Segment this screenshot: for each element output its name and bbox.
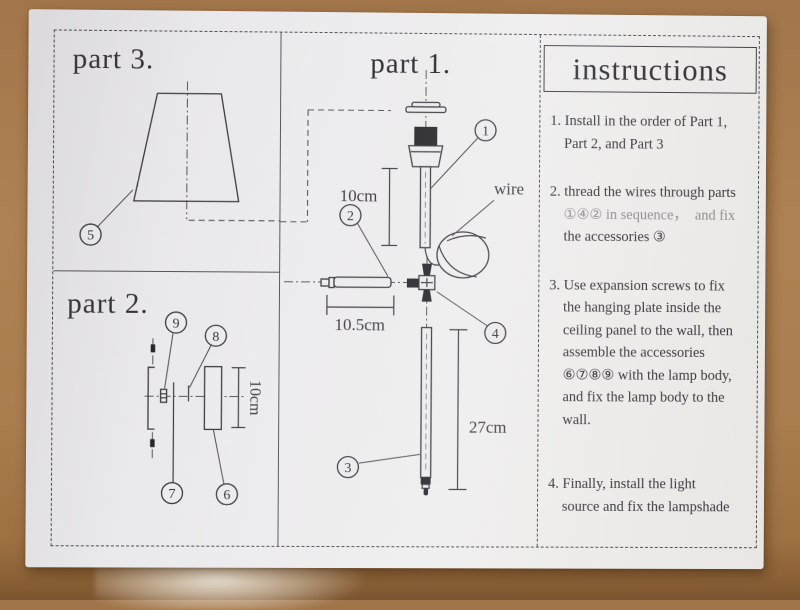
callout-4-marker: 4	[436, 292, 506, 344]
svg-text:10cm: 10cm	[340, 186, 378, 205]
lamp-body-plate-part6	[204, 367, 221, 430]
instruction-line: 2. thread the wires through parts	[550, 181, 753, 205]
instruction-step-3: 3. Use expansion screws to fix the hangi…	[548, 274, 752, 432]
part1-panel: part 1.	[278, 33, 539, 547]
screw-rod-part7	[173, 382, 174, 482]
instruction-line: Part 2, and Part 3	[550, 132, 753, 156]
instruction-steps: 1. Install in the order of Part 1, Part …	[548, 110, 754, 544]
svg-text:6: 6	[223, 488, 230, 503]
callout-3-marker: 3	[337, 454, 419, 478]
instruction-line: and fix the lamp body to the	[549, 386, 752, 409]
socket-knurled-cap	[414, 127, 437, 146]
instruction-line: the hanging plate inside the	[549, 296, 752, 320]
svg-text:10.5cm: 10.5cm	[334, 315, 385, 334]
instruction-line: the accessories ③	[550, 226, 753, 250]
horizontal-tube-part2	[321, 277, 391, 288]
instruction-line: source and fix the lampshade	[548, 495, 751, 518]
instruction-step-1: 1. Install in the order of Part 1, Part …	[550, 110, 753, 156]
svg-text:2: 2	[347, 209, 354, 224]
screw-part9	[161, 389, 167, 402]
instruction-line: assemble the accessories	[549, 341, 752, 364]
svg-text:1: 1	[482, 124, 489, 139]
callout-6-marker: 6	[213, 429, 238, 504]
instructions-title: instructions	[572, 51, 728, 88]
wire-label: wire	[452, 179, 524, 236]
instruction-line: ceiling panel to the wall, then	[549, 319, 752, 343]
instruction-line: 3. Use expansion screws to fix	[549, 274, 752, 298]
svg-text:4: 4	[492, 327, 499, 342]
part3-title: part 3.	[73, 43, 155, 77]
instructions-panel: instructions 1. Install in the order of …	[537, 35, 759, 547]
svg-text:wire: wire	[494, 179, 524, 198]
dimension-27cm: 27cm	[449, 330, 508, 490]
instruction-line: ①④② in sequence， and fix	[550, 203, 753, 227]
dimension-10cm-vertical: 10cm	[231, 368, 263, 428]
svg-text:5: 5	[87, 228, 94, 243]
instruction-line: 1. Install in the order of Part 1,	[550, 110, 753, 134]
ceiling-canopy-disc	[406, 102, 446, 112]
svg-text:7: 7	[168, 487, 175, 502]
lamp-socket-body	[409, 146, 443, 167]
lampshade-centerline	[187, 82, 188, 220]
routing-dashed-box	[280, 110, 391, 223]
upper-tube-part1	[420, 167, 430, 248]
part3-panel: part 3. 5	[53, 30, 281, 272]
lower-tube-part3	[421, 328, 432, 496]
instruction-step-4: 4. Finally, install the light source and…	[548, 473, 751, 519]
instructions-header-box: instructions	[543, 45, 756, 94]
svg-text:27cm: 27cm	[469, 418, 507, 437]
svg-text:10cm: 10cm	[246, 380, 263, 416]
callout-7-marker: 7	[161, 483, 182, 504]
sheet-dashed-border: part 3. 5 part 2.	[51, 29, 760, 548]
svg-text:9: 9	[172, 317, 179, 332]
svg-text:3: 3	[344, 461, 351, 476]
wire-coil	[425, 232, 489, 278]
part1-diagram: 1 wire 10cm 2	[278, 33, 539, 547]
part1-title: part 1.	[281, 47, 540, 82]
svg-text:8: 8	[212, 330, 219, 345]
part2-panel: part 2.	[52, 271, 280, 546]
instruction-line: 4. Finally, install the light	[548, 473, 751, 496]
instruction-step-2: 2. thread the wires through parts ①④② in…	[550, 181, 754, 250]
callout-9-marker: 9	[165, 312, 187, 388]
assembly-guide-dashed-line	[189, 220, 280, 221]
instruction-sheet: part 3. 5 part 2.	[25, 9, 767, 569]
callout-5-marker: 5	[80, 190, 133, 246]
dimension-10-5cm: 10.5cm	[327, 295, 394, 334]
instruction-line: wall.	[548, 409, 751, 432]
part2-title: part 2.	[67, 287, 149, 321]
mounting-centerlines	[144, 338, 247, 458]
threaded-nipple	[407, 279, 419, 288]
instruction-line: ⑥⑦⑧⑨ with the lamp body,	[549, 364, 752, 387]
cross-connector	[419, 264, 435, 302]
callout-2-marker: 2	[340, 205, 389, 277]
hanging-plate-bracket	[148, 367, 155, 429]
